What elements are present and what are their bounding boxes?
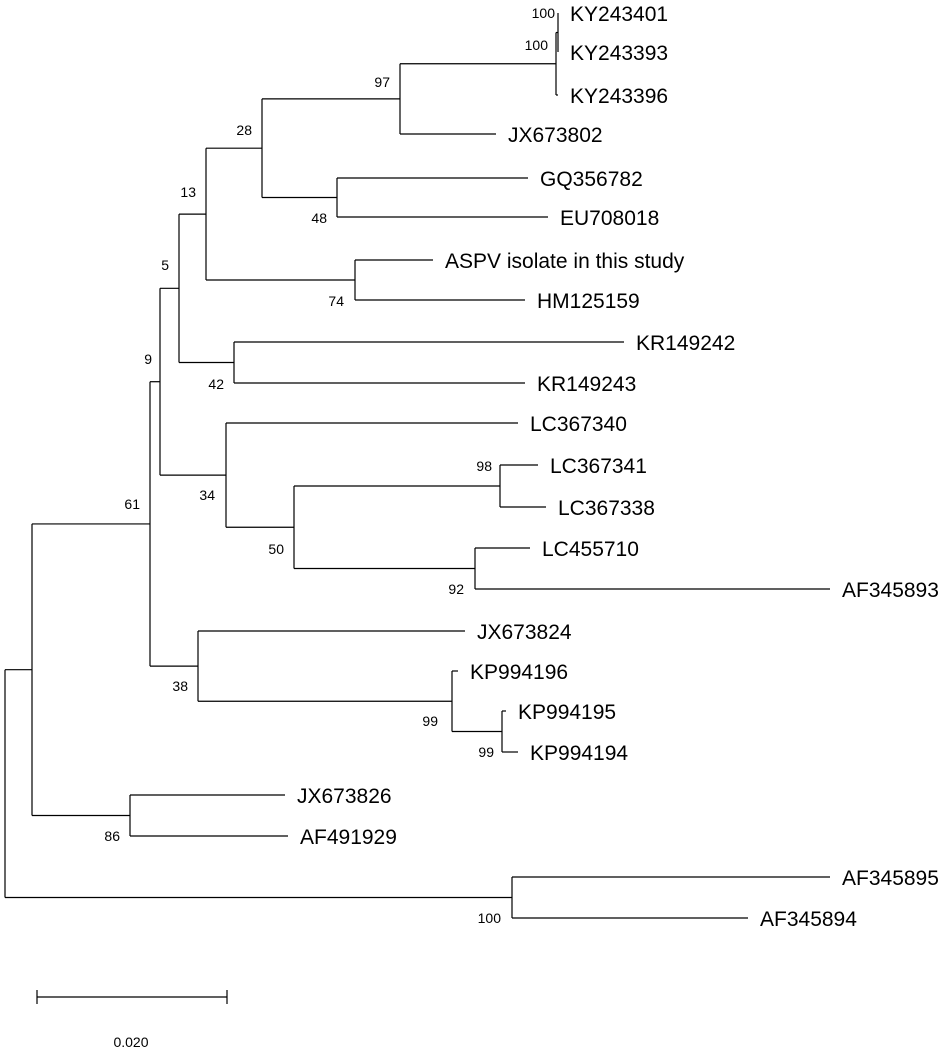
taxon-label: AF345895 (842, 867, 939, 890)
taxon-label: JX673802 (508, 124, 603, 147)
taxon-label: LC367341 (550, 455, 647, 478)
taxon-label: KR149242 (636, 332, 735, 355)
taxon-label: KP994195 (518, 701, 616, 724)
taxon-label: LC455710 (542, 538, 639, 561)
bootstrap-value: 99 (422, 713, 438, 729)
taxon-label: EU708018 (560, 207, 659, 230)
bootstrap-value: 100 (532, 5, 556, 21)
bootstrap-value: 28 (236, 122, 252, 138)
taxon-label: JX673824 (477, 621, 572, 644)
bootstrap-value: 38 (172, 678, 188, 694)
bootstrap-value: 92 (448, 581, 464, 597)
taxon-label: ASPV isolate in this study (445, 250, 685, 273)
bootstrap-value: 98 (476, 458, 492, 474)
bootstrap-value: 34 (199, 487, 215, 503)
bootstrap-value: 9 (144, 351, 152, 367)
taxon-label: LC367338 (558, 497, 655, 520)
tree-branches (4, 13, 830, 919)
bootstrap-value: 97 (374, 74, 390, 90)
taxon-label: LC367340 (530, 413, 627, 436)
bootstrap-value: 50 (268, 541, 284, 557)
taxon-label: AF345894 (760, 908, 857, 931)
bootstrap-value: 86 (104, 828, 120, 844)
taxon-label: KY243393 (570, 42, 668, 65)
bootstrap-value: 74 (328, 293, 344, 309)
taxon-label: HM125159 (537, 290, 640, 313)
taxon-label: GQ356782 (540, 168, 643, 191)
taxon-label: KP994194 (530, 742, 628, 765)
taxon-label: JX673826 (297, 785, 392, 808)
scale-bar: 0.020 (36, 990, 228, 1050)
bootstrap-value: 100 (478, 910, 502, 926)
taxon-label: AF345893 (842, 579, 939, 602)
bootstrap-value: 42 (208, 376, 224, 392)
bootstrap-value: 99 (478, 744, 494, 760)
taxon-label: KR149243 (537, 373, 636, 396)
bootstrap-value: 100 (525, 37, 549, 53)
bootstrap-value: 5 (161, 257, 169, 273)
taxon-label: KP994196 (470, 661, 568, 684)
bootstrap-value: 13 (180, 184, 196, 200)
bootstrap-value: 61 (124, 496, 140, 512)
tree-labels: KY243401KY243393KY243396JX673802GQ356782… (104, 3, 939, 931)
taxon-label: AF491929 (300, 826, 397, 849)
bootstrap-value: 48 (311, 210, 327, 226)
scale-bar-label: 0.020 (113, 1034, 148, 1050)
taxon-label: KY243401 (570, 3, 668, 26)
taxon-label: KY243396 (570, 85, 668, 108)
